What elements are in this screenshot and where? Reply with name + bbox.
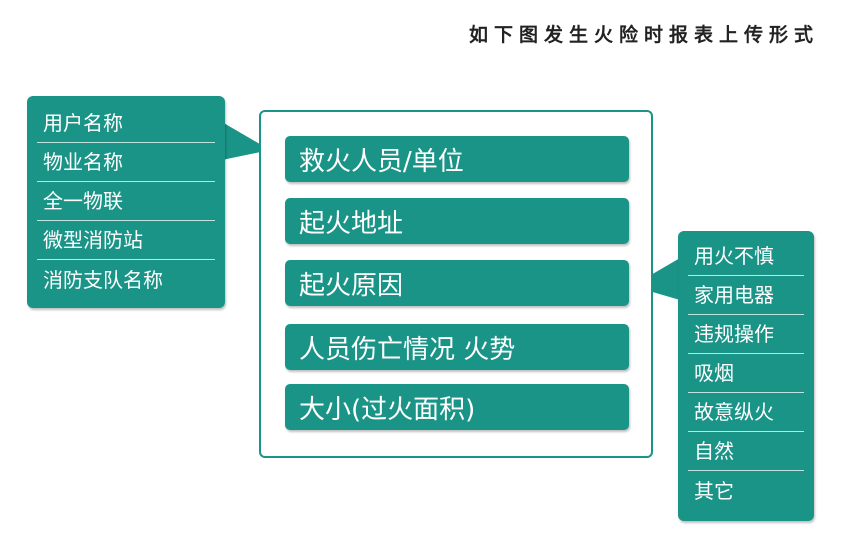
list-item: 用火不慎 [688,237,804,276]
list-item: 其它 [694,478,734,503]
list-item: 吸烟 [688,354,804,393]
list-item: 故意纵火 [688,393,804,432]
list-item: 消防支队名称 [43,267,163,292]
list-item: 自然 [688,432,804,471]
fire-cause-callout: 用火不慎 家用电器 违规操作 吸烟 故意纵火 自然 其它 [678,231,814,521]
list-item: 违规操作 [688,315,804,354]
report-field-casualties: 人员伤亡情况 火势 [285,324,629,370]
list-item: 物业名称 [37,143,215,182]
list-item: 用户名称 [37,104,215,143]
left-callout-pointer [222,122,270,160]
report-field-address: 起火地址 [285,198,629,244]
report-field-area: 大小(过火面积) [285,384,629,430]
report-field-rescuer: 救火人员/单位 [285,136,629,182]
list-item: 全一物联 [37,182,215,221]
list-item: 微型消防站 [37,221,215,260]
user-info-callout: 用户名称 物业名称 全一物联 微型消防站 消防支队名称 [27,96,225,308]
report-form-frame: 救火人员/单位 起火地址 起火原因 人员伤亡情况 火势 大小(过火面积) [259,110,653,458]
report-field-cause: 起火原因 [285,260,629,306]
list-item: 家用电器 [688,276,804,315]
diagram-title: 如下图发生火险时报表上传形式 [468,24,819,46]
